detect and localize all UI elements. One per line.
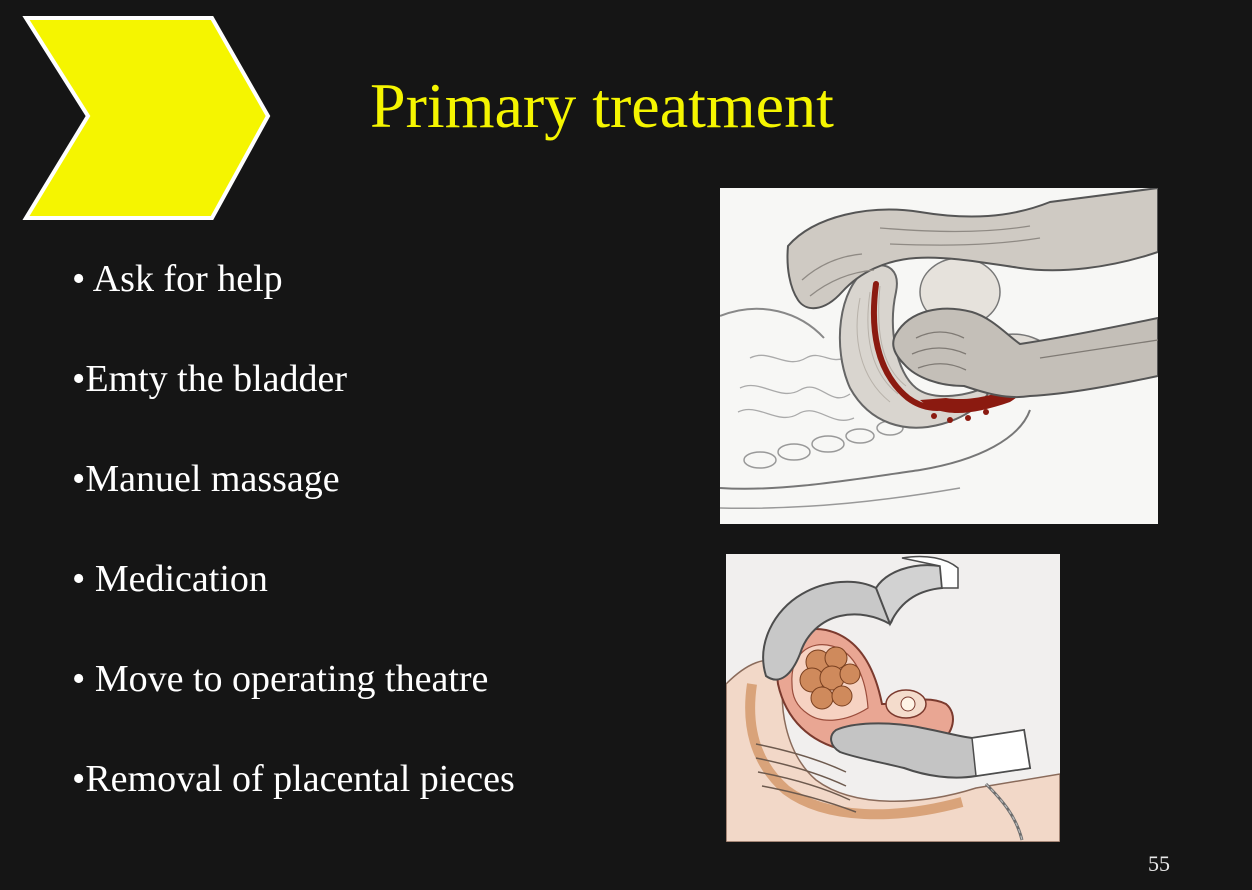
bullet-list: • Ask for help •Emty the bladder •Manuel… [72,254,515,854]
bullet-marker: • [72,758,86,800]
chevron-arrow-icon [22,16,271,220]
bullet-marker: • [72,358,86,400]
bullet-item: •Manuel massage [72,454,515,554]
page-number: 55 [1148,851,1170,876]
chevron-shape [22,16,271,220]
bullet-text: Move to operating theatre [94,658,489,700]
bullet-item: • Ask for help [72,254,515,354]
bullet-text: Medication [94,558,268,600]
placenta-removal-illustration [726,554,1060,842]
bullet-marker: • [72,258,93,300]
bullet-text: Removal of placental pieces [85,758,515,800]
bullet-marker: • [72,658,95,700]
bimanual-massage-illustration [720,188,1158,524]
bullet-item: • Medication [72,554,515,654]
bullet-item: • Move to operating theatre [72,654,515,754]
bullet-item: •Emty the bladder [72,354,515,454]
bullet-text: Emty the bladder [85,358,348,400]
bullet-item: •Removal of placental pieces [72,754,515,854]
bullet-marker: • [72,458,86,500]
bullet-text: Ask for help [92,258,283,300]
bullet-text: Manuel massage [85,458,340,500]
placenta-removal-drawing [726,554,1060,842]
bullet-marker: • [72,558,95,600]
bimanual-massage-drawing [720,188,1158,524]
slide-title: Primary treatment [370,70,834,141]
